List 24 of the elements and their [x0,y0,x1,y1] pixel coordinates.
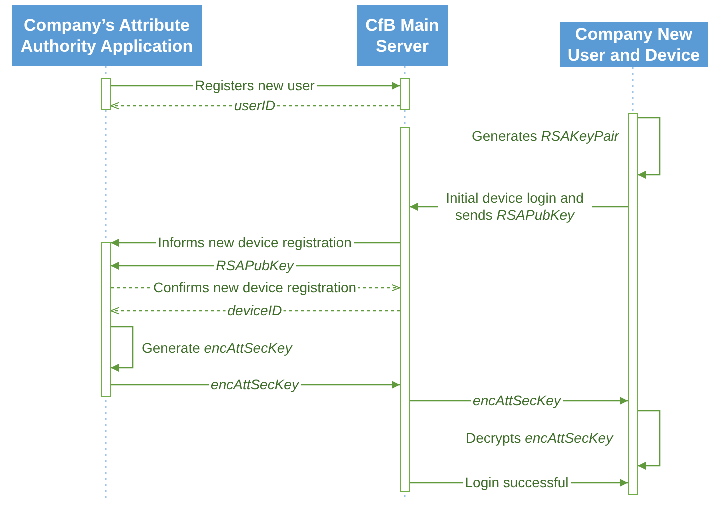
message-label: Informs new device registration [156,234,354,252]
participant-box: Company New User and Device [560,22,708,67]
message-label: Generate encAttSecKey [140,340,294,357]
message-label: encAttSecKey [471,392,563,410]
activation-bar [101,242,111,397]
activation-bar [101,78,111,110]
message-label: Login successful [463,474,571,492]
message-arrow [638,410,661,470]
lifeline [632,67,634,113]
message-label: Decrypts encAttSecKey [464,430,616,447]
participant-box: Company’s Attribute Authority Application [12,5,202,66]
message-label: RSAPubKey [214,258,296,274]
message-label: Registers new user [193,78,317,94]
activation-bar [400,78,410,110]
message-label: Generates RSAKeyPair [470,128,622,145]
message-label: encAttSecKey [209,376,301,394]
message-label: Initial device login and sends RSAPubKey [438,190,592,224]
message-label: Confirms new device registration [151,280,359,296]
participant-box: CfB Main Server [357,5,448,66]
activation-bar [628,113,638,495]
message-arrow [638,117,661,179]
activation-bar [400,127,410,492]
lifeline [404,110,406,127]
message-arrow [111,326,134,372]
